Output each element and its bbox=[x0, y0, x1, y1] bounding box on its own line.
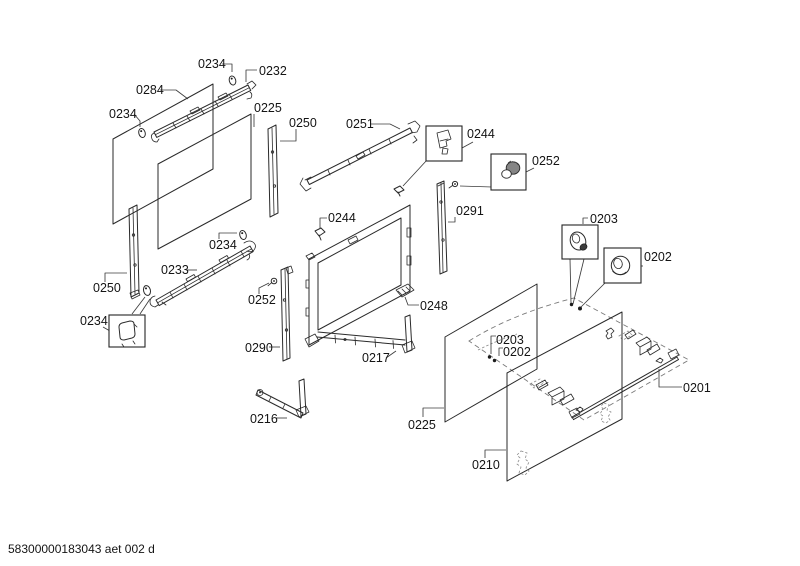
part-label-0233: 0233 bbox=[161, 263, 189, 277]
part-0244-clip-site bbox=[393, 185, 405, 197]
part-label-0250-left: 0250 bbox=[93, 281, 121, 295]
part-0234-clip-left bbox=[138, 127, 146, 139]
part-0234-clip-mid bbox=[239, 229, 247, 241]
part-0217-hinge bbox=[316, 314, 416, 354]
part-label-0248: 0248 bbox=[420, 299, 448, 313]
part-label-0216: 0216 bbox=[250, 412, 278, 426]
part-0234-clip-top bbox=[228, 75, 237, 86]
callout-0203 bbox=[561, 224, 599, 260]
part-0232-glass-strip bbox=[150, 80, 257, 143]
part-0234-clip-bottom bbox=[142, 285, 152, 296]
part-label-0234-buffer: 0234 bbox=[80, 314, 108, 328]
leader-lines bbox=[102, 63, 682, 458]
part-0201-door-handle bbox=[568, 348, 680, 421]
part-label-0202-callout: 0202 bbox=[644, 250, 672, 264]
part-0252-screw-site-mid bbox=[267, 277, 278, 287]
callout-0234-buffer bbox=[108, 314, 146, 348]
part-0251-strip bbox=[299, 120, 421, 192]
part-0252-screw-site-right bbox=[448, 180, 459, 189]
part-label-0291: 0291 bbox=[456, 204, 484, 218]
part-label-0234-mid: 0234 bbox=[209, 238, 237, 252]
part-0248-door-frame bbox=[304, 204, 415, 348]
part-0284-outer-glass bbox=[112, 83, 214, 225]
part-label-0252-screw: 0252 bbox=[248, 293, 276, 307]
part-label-0284: 0284 bbox=[136, 83, 164, 97]
part-label-0201: 0201 bbox=[683, 381, 711, 395]
part-label-0234-left: 0234 bbox=[109, 107, 137, 121]
part-0244-clip-mid bbox=[314, 227, 326, 241]
callout-0202 bbox=[603, 247, 642, 284]
part-number-labels: 0234 0232 0284 0234 0225 0250 0251 0244 … bbox=[80, 57, 711, 472]
part-label-0217: 0217 bbox=[362, 351, 390, 365]
part-label-0250-right: 0250 bbox=[289, 116, 317, 130]
document-code: 58300000183043 aet 002 d bbox=[8, 542, 155, 556]
part-0250-left-strip bbox=[128, 204, 141, 300]
knob-position-dots bbox=[487, 258, 607, 363]
part-label-0203-callout: 0203 bbox=[590, 212, 618, 226]
part-0291-strip bbox=[436, 180, 448, 275]
part-0250-right-strip bbox=[267, 124, 279, 218]
part-label-0225-front: 0225 bbox=[408, 418, 436, 432]
part-label-0290: 0290 bbox=[245, 341, 273, 355]
part-label-0210: 0210 bbox=[472, 458, 500, 472]
part-mounting-brackets-left bbox=[535, 379, 584, 413]
part-label-0202-door: 0202 bbox=[503, 345, 531, 359]
part-0290-strip bbox=[280, 265, 294, 362]
part-label-0203-door: 0203 bbox=[496, 333, 524, 347]
part-label-0252-callout: 0252 bbox=[532, 154, 560, 168]
part-label-0244-callout: 0244 bbox=[467, 127, 495, 141]
part-0210-outer-door-panel bbox=[506, 311, 623, 482]
part-0233-strip bbox=[149, 240, 256, 308]
part-0216-hinge-lever bbox=[255, 378, 310, 419]
part-0225-front-glass bbox=[444, 283, 538, 423]
part-label-0251: 0251 bbox=[346, 117, 374, 131]
part-mounting-brackets-right bbox=[624, 329, 664, 364]
part-0225-inner-glass bbox=[157, 113, 252, 250]
part-label-0232: 0232 bbox=[259, 64, 287, 78]
callout-0244 bbox=[425, 125, 463, 162]
part-label-0225-inner: 0225 bbox=[254, 101, 282, 115]
part-label-0234-top: 0234 bbox=[198, 57, 226, 71]
callout-0252 bbox=[490, 153, 527, 191]
part-label-0244-clip: 0244 bbox=[328, 211, 356, 225]
